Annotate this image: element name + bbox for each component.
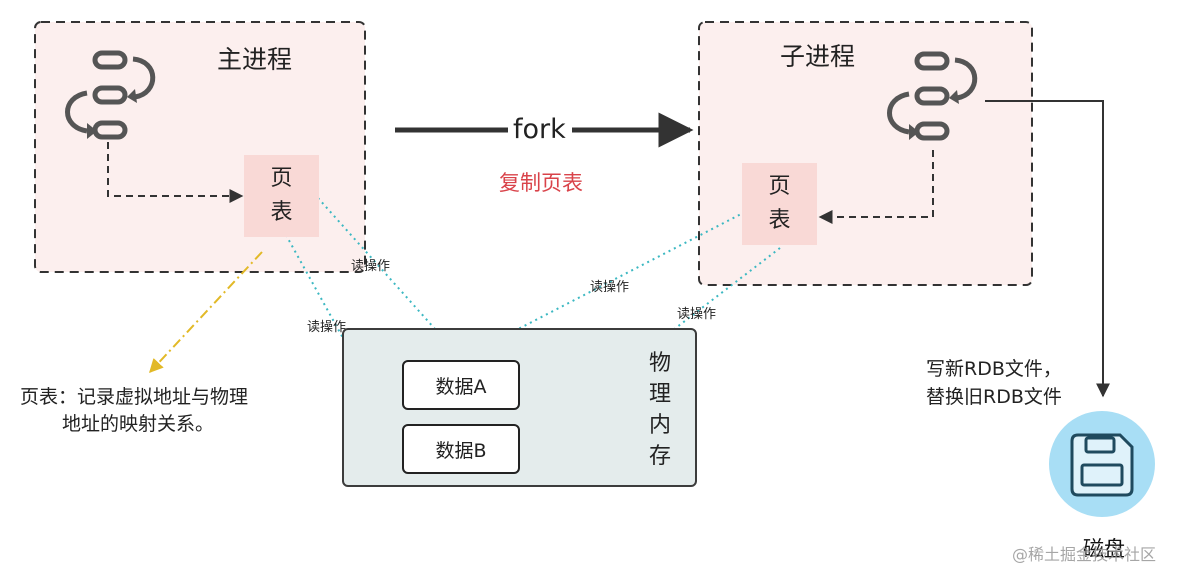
child-process-title: 子进程 [780, 42, 856, 71]
child-page-table-char-1: 页 [768, 174, 791, 199]
read-op-label-3: 读操作 [590, 280, 630, 295]
main-page-table: 页 表 [244, 155, 319, 237]
page-table-note-line1: 页表：记录虚拟地址与物理 [20, 386, 249, 408]
watermark: @稀土掘金技术社区 [1012, 545, 1157, 564]
physical-memory-label: 物 理 内 存 [649, 348, 671, 472]
memory-label-char-2: 理 [649, 382, 672, 407]
read-op-label-1: 读操作 [351, 259, 391, 274]
main-page-table-char-2: 表 [270, 200, 293, 225]
memory-label-char-1: 物 [649, 351, 672, 376]
main-page-table-char-1: 页 [270, 166, 293, 191]
copy-page-table-label: 复制页表 [499, 171, 583, 195]
main-process-title: 主进程 [217, 45, 293, 74]
read-op-label-2: 读操作 [307, 320, 347, 335]
child-page-table-char-2: 表 [768, 208, 791, 233]
child-to-pagetable-arrow [818, 150, 934, 224]
read-op-label-4: 读操作 [677, 307, 717, 322]
rdb-note-line1: 写新RDB文件， [926, 358, 1062, 380]
rdb-note-line2: 替换旧RDB文件 [926, 386, 1062, 408]
child-process-box [698, 21, 1033, 286]
page-table-note-line2: 地址的映射关系。 [62, 413, 215, 435]
floppy-disk-icon [1070, 433, 1134, 497]
main-to-pagetable-arrow [107, 142, 244, 203]
data-a-box: 数据A [402, 360, 520, 410]
memory-label-char-4: 存 [649, 444, 672, 469]
page-table-note-arrow [149, 251, 263, 374]
child-page-table: 页 表 [742, 163, 817, 245]
fork-label: fork [513, 114, 566, 145]
data-b-box: 数据B [402, 424, 520, 474]
write-rdb-arrow [985, 100, 1110, 398]
disk-label: 磁盘 [1083, 537, 1125, 561]
memory-label-char-3: 内 [649, 413, 672, 438]
